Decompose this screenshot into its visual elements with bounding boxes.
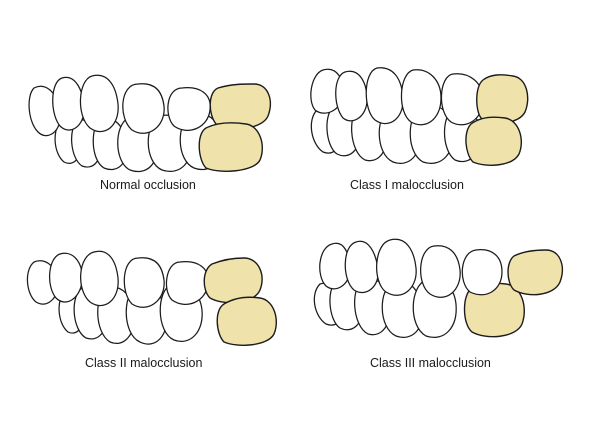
- upper-first-molar: [203, 257, 263, 304]
- upper-tooth: [310, 68, 344, 114]
- caption-class-i-malocclusion: Class I malocclusion: [350, 178, 464, 192]
- caption-class-ii-malocclusion: Class II malocclusion: [85, 356, 203, 370]
- upper-tooth: [420, 245, 461, 298]
- upper-first-molar: [476, 74, 529, 124]
- panel-class-iii-malocclusion: Class III malocclusion: [310, 236, 575, 371]
- upper-tooth: [440, 73, 484, 126]
- caption-normal-occlusion: Normal occlusion: [100, 178, 196, 192]
- upper-tooth: [49, 252, 83, 303]
- upper-tooth: [376, 238, 417, 296]
- lower-first-molar: [198, 122, 264, 172]
- upper-first-molar: [209, 83, 272, 130]
- panel-class-ii-malocclusion: Class II malocclusion: [20, 246, 290, 381]
- teeth-diagram-class-iii: [313, 238, 564, 338]
- teeth-diagram-class-i: [310, 67, 529, 166]
- panel-normal-occlusion: Normal occlusion: [20, 70, 280, 205]
- upper-tooth: [123, 257, 165, 308]
- upper-tooth: [461, 249, 503, 296]
- upper-tooth: [167, 87, 211, 131]
- upper-tooth: [79, 74, 119, 133]
- upper-tooth: [319, 242, 351, 290]
- lower-first-molar: [465, 116, 523, 166]
- upper-first-molar: [507, 249, 564, 296]
- upper-tooth: [344, 240, 379, 294]
- lower-first-molar: [216, 296, 278, 346]
- panel-class-i-malocclusion: Class I malocclusion: [305, 66, 575, 201]
- upper-tooth: [335, 70, 368, 122]
- teeth-diagram-class-ii: [26, 250, 278, 346]
- upper-tooth: [365, 67, 404, 125]
- upper-tooth: [400, 69, 442, 126]
- caption-class-iii-malocclusion: Class III malocclusion: [370, 356, 491, 370]
- upper-tooth: [165, 261, 209, 305]
- upper-tooth: [80, 250, 119, 307]
- teeth-diagram-normal: [28, 74, 272, 173]
- upper-tooth: [52, 76, 85, 131]
- upper-tooth: [122, 83, 165, 134]
